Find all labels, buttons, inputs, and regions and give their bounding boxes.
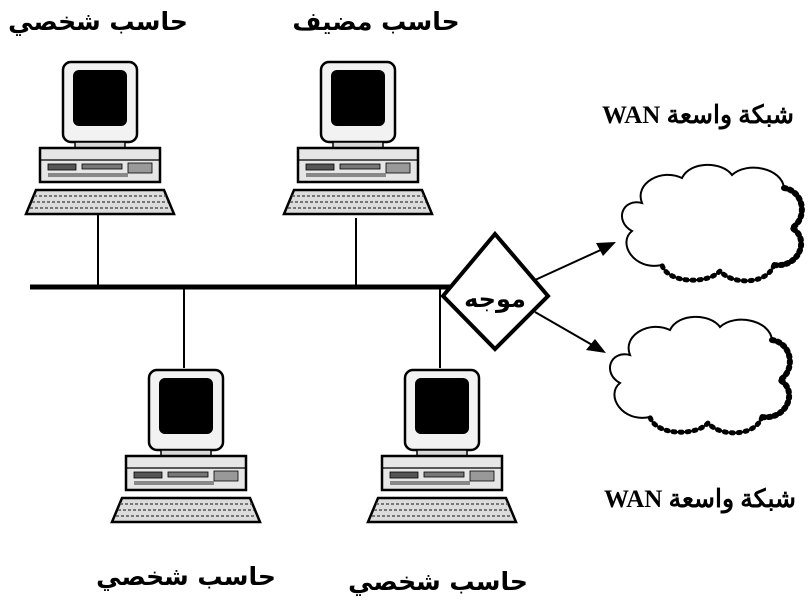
arrow-to-wan-bottom: [534, 311, 595, 347]
pc-bottom-left-label: حاسب شخصي: [96, 562, 276, 591]
arrowhead-icon: [596, 242, 616, 256]
computer-icon: [366, 368, 518, 524]
computer-icon: [110, 368, 262, 524]
cloud-icon: [610, 317, 790, 433]
wan-bottom-label: شبكة واسعة WAN: [604, 486, 796, 514]
wan-top-label: شبكة واسعة WAN: [602, 102, 794, 130]
cloud-icon: [622, 165, 802, 281]
computer-icon: [24, 60, 176, 216]
arrowhead-icon: [586, 339, 606, 353]
arrow-to-wan-top: [534, 247, 606, 281]
host-top-label: حاسب مضيف: [292, 7, 459, 36]
computer-icon: [282, 60, 434, 216]
router-icon: [440, 230, 551, 352]
pc-bottom-right-label: حاسب شخصي: [348, 567, 528, 596]
pc-top-left-label: حاسب شخصي: [8, 7, 188, 36]
router-label: موجه: [464, 285, 526, 313]
